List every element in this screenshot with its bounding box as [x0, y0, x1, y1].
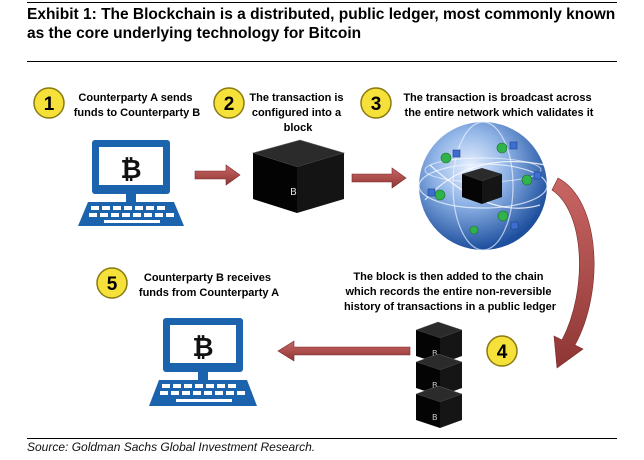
bitcoin-a-icon: ₿ [120, 155, 141, 185]
arrow-curve-icon [551, 177, 595, 369]
step-3: 3 The transaction is broadcast across th… [360, 87, 594, 119]
exhibit-title: Exhibit 1: The Blockchain is a distribut… [27, 6, 616, 42]
computer-a-icon: ₿ [78, 140, 184, 226]
step-1-text: Counterparty A sends funds to Counterpar… [74, 92, 201, 119]
source-note: Source: Goldman Sachs Global Investment … [27, 440, 316, 454]
step-2-line-2: configured into a [252, 107, 342, 119]
svg-text:B: B [432, 413, 438, 422]
svg-text:B: B [432, 381, 438, 390]
step-1-line-1: Counterparty A sends [78, 92, 192, 104]
step-1-number: 1 [44, 94, 55, 115]
step-2-line-1: The transaction is [249, 92, 343, 104]
computer-b-icon: ₿ [149, 318, 257, 406]
step-4-line-2: which records the entire non-reversible [344, 286, 551, 298]
step-4-line-1: The block is then added to the chain [353, 271, 543, 283]
step-4: The block is then added to the chain whi… [344, 271, 557, 367]
step-5-line-2: funds from Counterparty A [139, 287, 279, 299]
blockchain-stack-icon: B B B [415, 321, 463, 428]
step-3-text: The transaction is broadcast across the … [403, 92, 594, 119]
step-2: 2 The transaction is configured into a b… [213, 87, 346, 134]
top-rule [27, 2, 617, 3]
arrow-1-icon [194, 164, 241, 186]
step-5: 5 Counterparty B receives funds from Cou… [96, 267, 279, 299]
step-5-number: 5 [107, 274, 118, 295]
arrow-2-icon [351, 167, 407, 189]
step-3-line-1: The transaction is broadcast across [403, 92, 591, 104]
title-underline [27, 61, 617, 62]
step-4-line-3: history of transactions in a public ledg… [344, 301, 557, 313]
block-b-icon: B [290, 187, 297, 198]
step-2-line-3: block [284, 122, 314, 134]
arrow-left-icon [277, 340, 411, 362]
step-5-line-1: Counterparty B receives [144, 272, 271, 284]
globe-network-icon [418, 121, 548, 251]
step-3-number: 3 [371, 94, 382, 115]
step-4-text: The block is then added to the chain whi… [344, 271, 557, 313]
step-2-number: 2 [224, 94, 235, 115]
step-1-line-2: funds to Counterparty B [74, 107, 201, 119]
step-5-text: Counterparty B receives funds from Count… [139, 272, 279, 299]
step-4-number: 4 [497, 342, 508, 363]
svg-text:B: B [432, 349, 438, 358]
block-icon: B [251, 139, 346, 213]
bitcoin-b-icon: ₿ [192, 333, 213, 363]
step-2-badge-icon [213, 87, 245, 119]
step-1: 1 Counterparty A sends funds to Counterp… [33, 87, 201, 119]
source-rule [27, 438, 617, 439]
step-4-badge-icon [486, 335, 518, 367]
step-2-text: The transaction is configured into a blo… [249, 92, 346, 134]
step-1-badge-icon [33, 87, 65, 119]
step-3-badge-icon [360, 87, 392, 119]
step-3-line-2: the entire network which validates it [405, 107, 594, 119]
step-5-badge-icon [96, 267, 128, 299]
